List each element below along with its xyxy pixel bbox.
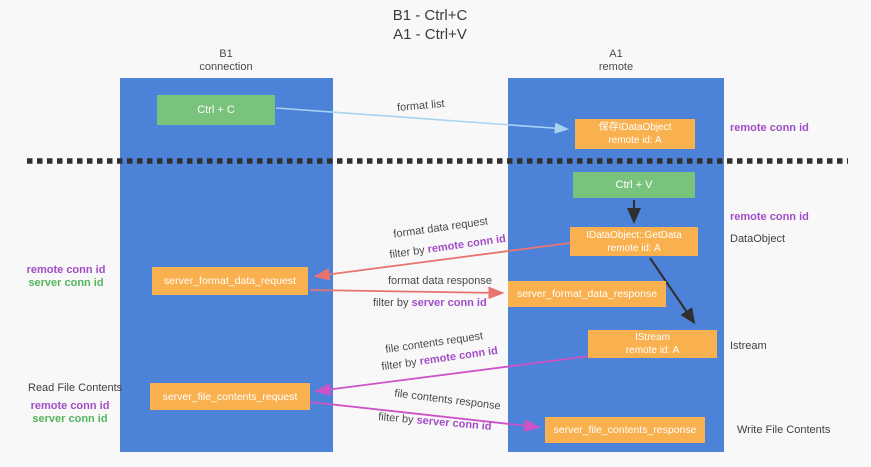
server-format-data-response-label: server_format_data_response bbox=[516, 288, 658, 300]
left-column-header: B1 connection bbox=[166, 48, 286, 74]
server-format-data-request-box: server_format_data_request bbox=[152, 267, 308, 295]
filter-by-text: filter by bbox=[388, 243, 429, 262]
remote-conn-id-mid-label: remote conn id bbox=[730, 211, 809, 223]
server-conn-id-label: server conn id bbox=[32, 413, 108, 425]
format-data-response-filter-label: filter by server conn id bbox=[373, 297, 487, 309]
save-idataobject-line1: 保存IDataObject bbox=[598, 122, 672, 133]
file-contents-response-filter-label: filter by server conn id bbox=[378, 411, 492, 433]
istream-box: IStream remote id: A bbox=[588, 330, 717, 358]
filter-by-text: filter by bbox=[380, 355, 421, 374]
remote-conn-id-label: remote conn id bbox=[30, 400, 110, 412]
format-list-label: format list bbox=[396, 97, 446, 115]
save-idataobject-box: 保存IDataObject remote id: A bbox=[575, 119, 695, 149]
diagram-title: B1 - Ctrl+C A1 - Ctrl+V bbox=[260, 6, 600, 44]
server-conn-id-label: server conn id bbox=[28, 277, 104, 289]
save-idataobject-line2: remote id: A bbox=[608, 135, 662, 146]
title-line-1: B1 - Ctrl+C bbox=[392, 7, 468, 24]
server-conn-id-key: server conn id bbox=[411, 297, 487, 309]
getdata-line2: remote id: A bbox=[607, 242, 661, 254]
dataobject-label: DataObject bbox=[730, 233, 786, 245]
read-file-contents-label: Read File Contents bbox=[28, 382, 123, 394]
server-file-contents-request-label: server_file_contents_request bbox=[162, 390, 298, 403]
right-column-role: remote bbox=[598, 61, 634, 73]
remote-conn-id-top-label: remote conn id bbox=[730, 122, 809, 134]
ctrl-v-label: Ctrl + V bbox=[615, 179, 653, 191]
getdata-line1: IDataObject::GetData bbox=[586, 229, 682, 241]
server-file-contents-response-label: server_file_contents_response bbox=[553, 424, 697, 436]
file-conn-id-pair: remote conn id server conn id bbox=[28, 400, 112, 426]
server-file-contents-request-box: server_file_contents_request bbox=[150, 383, 310, 410]
filter-by-text: filter by bbox=[373, 297, 412, 309]
filter-by-text: filter by bbox=[377, 411, 418, 427]
istream-side-label: Istream bbox=[730, 340, 767, 352]
left-column-role: connection bbox=[199, 61, 253, 73]
format-data-response-arrow bbox=[309, 286, 505, 300]
remote-conn-id-key: remote conn id bbox=[426, 232, 507, 256]
server-file-contents-response-box: server_file_contents_response bbox=[545, 417, 705, 443]
remote-conn-id-label: remote conn id bbox=[26, 264, 106, 276]
format-conn-id-pair: remote conn id server conn id bbox=[24, 264, 108, 290]
ctrl-c-label: Ctrl + C bbox=[197, 104, 235, 116]
ctrl-c-box: Ctrl + C bbox=[157, 95, 275, 125]
right-column-header: A1 remote bbox=[556, 48, 676, 74]
file-contents-response-label: file contents response bbox=[393, 387, 502, 413]
title-line-2: A1 - Ctrl+V bbox=[393, 26, 467, 43]
format-data-response-label: format data response bbox=[388, 275, 492, 287]
server-conn-id-key: server conn id bbox=[416, 414, 493, 433]
idataobject-getdata-box: IDataObject::GetData remote id: A bbox=[570, 227, 698, 256]
istream-line2: remote id: A bbox=[625, 345, 680, 356]
left-column-name: B1 bbox=[219, 48, 233, 60]
server-format-data-response-box: server_format_data_response bbox=[508, 281, 666, 307]
istream-line1: IStream bbox=[634, 332, 670, 343]
right-column-name: A1 bbox=[609, 48, 623, 60]
ctrl-v-box: Ctrl + V bbox=[573, 172, 695, 198]
write-file-contents-label: Write File Contents bbox=[737, 424, 831, 436]
server-format-data-request-label: server_format_data_request bbox=[164, 275, 296, 287]
